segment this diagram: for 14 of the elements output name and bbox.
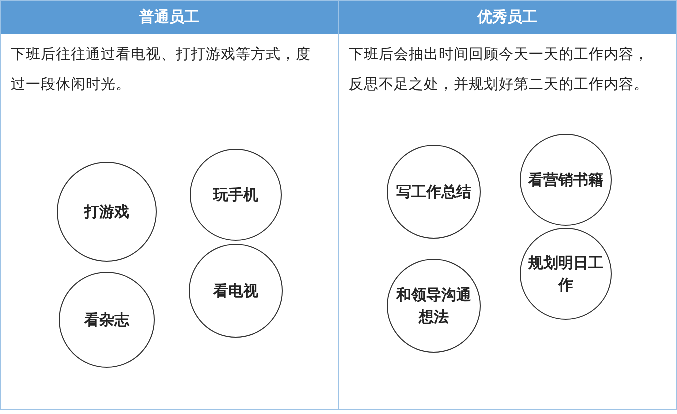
column-header: 优秀员工 — [339, 1, 676, 34]
description-text: 下班后往往通过看电视、打打游戏等方式，度过一段休闲时光。 — [11, 46, 312, 95]
column-header: 普通员工 — [1, 1, 338, 34]
circle-label: 规划明日工作 — [527, 253, 604, 296]
circle-label: 打游戏 — [83, 202, 130, 223]
circle-label: 和领导沟通想法 — [395, 285, 472, 328]
circle-label: 看电视 — [212, 281, 260, 302]
circle-label: 看营销书籍 — [527, 170, 604, 191]
table-column — [338, 0, 677, 410]
description-text: 下班后会抽出时间回顾今天一天的工作内容，反思不足之处，并规划好第二天的工作内容。 — [349, 46, 650, 95]
circle-label: 看杂志 — [83, 310, 131, 331]
circle-label: 写工作总结 — [396, 182, 472, 203]
circle-label: 玩手机 — [212, 185, 260, 206]
table-column — [0, 0, 339, 410]
